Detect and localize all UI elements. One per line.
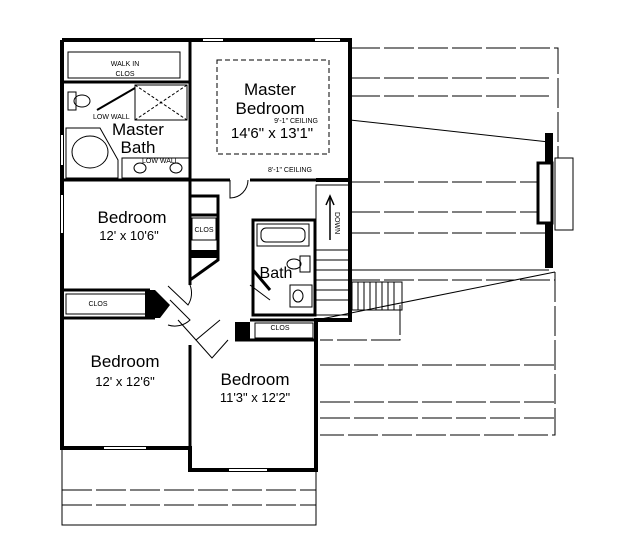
labels: WALK IN CLOS Master Bedroom 9'-1" CEILIN… <box>88 61 340 405</box>
vaulted-ceiling-outline <box>216 59 330 155</box>
bedroom2-label: Bedroom <box>98 208 167 227</box>
low-wall-top-label: LOW WALL <box>93 114 130 121</box>
master-bedroom-dims: 14'6" x 13'1" <box>231 125 313 142</box>
closet-shelves <box>65 51 314 339</box>
roof-outline <box>315 47 559 436</box>
master-bedroom-label-2: Bedroom <box>236 99 305 118</box>
shower <box>96 84 188 121</box>
stair-treads <box>351 281 403 311</box>
bedroom3-label: Bedroom <box>91 352 160 371</box>
walk-in-closet-label-1: WALK IN <box>111 61 140 68</box>
bath-label: Bath <box>260 265 293 282</box>
chimney <box>536 133 574 268</box>
wall-blocks <box>145 250 250 340</box>
bedroom3-closet-label: CLOS <box>88 301 107 308</box>
master-vault-ceiling-label: 9'-1" CEILING <box>274 118 318 125</box>
low-wall-bottom-label: LOW WALL <box>142 158 179 165</box>
plumbing-fixtures <box>65 91 313 308</box>
bedroom4-closet-label: CLOS <box>270 325 289 332</box>
lower-roof-outline <box>61 448 317 526</box>
hall-closet-label: CLOS <box>194 227 213 234</box>
master-bedroom-label-1: Master <box>244 80 296 99</box>
interior-walls <box>62 40 350 448</box>
bedroom4-dims: 11'3" x 12'2" <box>220 390 291 405</box>
bedroom2-dims: 12' x 10'6" <box>99 228 159 243</box>
bedroom4-label: Bedroom <box>221 370 290 389</box>
door-swings <box>167 179 271 359</box>
master-bath-label-2: Bath <box>121 138 156 157</box>
stairs-down-label: DOWN <box>333 212 340 234</box>
master-flat-ceiling-label: 8'-1" CEILING <box>268 167 312 174</box>
walk-in-closet-label-2: CLOS <box>115 71 134 78</box>
windows <box>61 39 340 471</box>
bedroom3-dims: 12' x 12'6" <box>95 374 155 389</box>
master-bath-label-1: Master <box>112 120 164 139</box>
stairs-down <box>315 184 351 316</box>
